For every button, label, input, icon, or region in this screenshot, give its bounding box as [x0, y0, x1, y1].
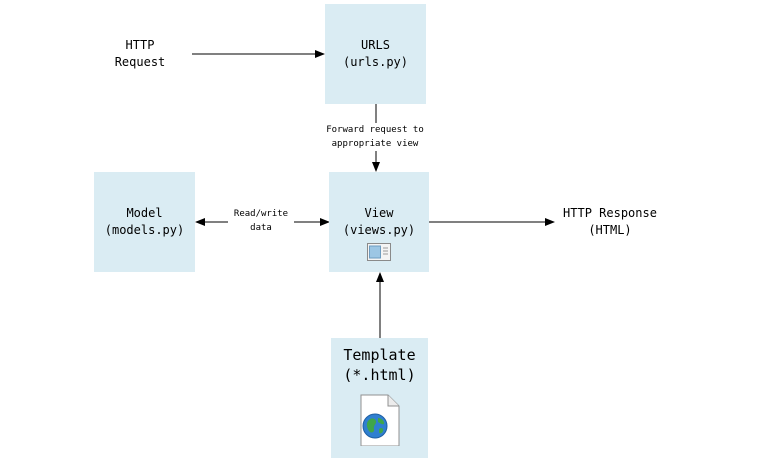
- html-file-globe-icon: [360, 394, 399, 446]
- view-node: View (views.py): [329, 172, 429, 272]
- read-write-label: Read/write data: [228, 207, 294, 235]
- urls-title: URLS: [361, 38, 390, 52]
- forward-request-label: Forward request to appropriate view: [316, 123, 434, 151]
- http-response-label: HTTP Response (HTML): [563, 206, 657, 237]
- model-title: Model: [126, 206, 163, 220]
- window-icon: [367, 243, 391, 261]
- template-title: Template: [343, 346, 416, 364]
- view-title: View: [364, 206, 394, 220]
- template-file: (*.html): [343, 366, 416, 384]
- urls-file: (urls.py): [342, 55, 409, 69]
- model-file: (models.py): [104, 223, 185, 237]
- model-node: Model (models.py): [94, 172, 195, 272]
- http-request-label: HTTP Request: [114, 38, 166, 69]
- template-node: Template (*.html): [331, 338, 428, 458]
- urls-node: URLS (urls.py): [325, 4, 426, 104]
- view-file: (views.py): [342, 223, 416, 237]
